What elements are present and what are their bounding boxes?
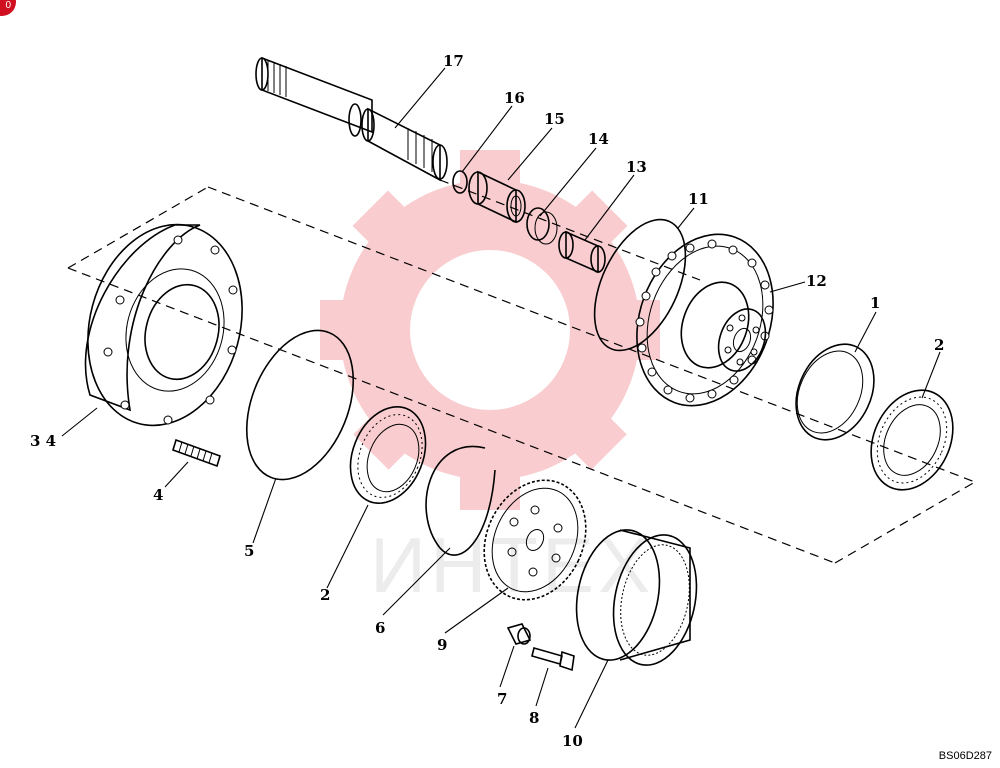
part-7-nut [506,623,532,645]
callout-12: 12 [806,272,827,290]
callout-16: 16 [504,89,525,107]
callout-9: 9 [437,636,447,654]
part-14-bushing [526,207,558,245]
callout-17: 17 [443,52,464,70]
part-6-snap-ring [425,445,496,556]
part-1-seal-ring [795,343,875,441]
callout-labels: 17 16 15 14 13 11 12 1 2 3 4 4 5 2 6 9 7… [30,52,944,750]
callout-4: 4 [153,486,163,504]
part-2-bearing-left [349,406,427,504]
callout-5: 5 [244,542,254,560]
callout-13: 13 [626,158,647,176]
callout-11: 11 [688,190,709,208]
part-11-o-ring [593,218,687,352]
callout-3-4: 3 4 [30,432,56,450]
watermark-text: ИНТЕХ [370,521,655,609]
callout-1: 1 [870,294,880,312]
part-16-snap-ring [452,170,468,194]
part-13-spacer [558,230,606,274]
part-3-carrier-housing [84,223,243,427]
part-10-ring-gear [575,529,698,666]
part-8-bolt [531,647,575,672]
callout-2-left: 2 [320,586,330,604]
callout-10: 10 [562,732,583,750]
watermark-gear-icon [320,150,660,510]
part-5-o-ring [245,329,355,481]
callout-14: 14 [588,130,609,148]
callout-8: 8 [529,709,539,727]
part-4-stud [172,438,221,468]
part-9-planet-gear [483,479,587,601]
part-12-flange-hub [635,233,774,407]
part-15-sleeve [468,170,526,224]
part-2-bearing-right [870,389,954,491]
callout-7: 7 [497,690,507,708]
leader-lines [61,67,941,729]
callout-2-right: 2 [934,336,944,354]
callout-15: 15 [544,110,565,128]
drawing-code: BS06D287 [938,750,992,762]
part-17-splined-shaft [255,56,448,182]
callout-6: 6 [375,619,385,637]
assembly-boundary [67,179,976,564]
